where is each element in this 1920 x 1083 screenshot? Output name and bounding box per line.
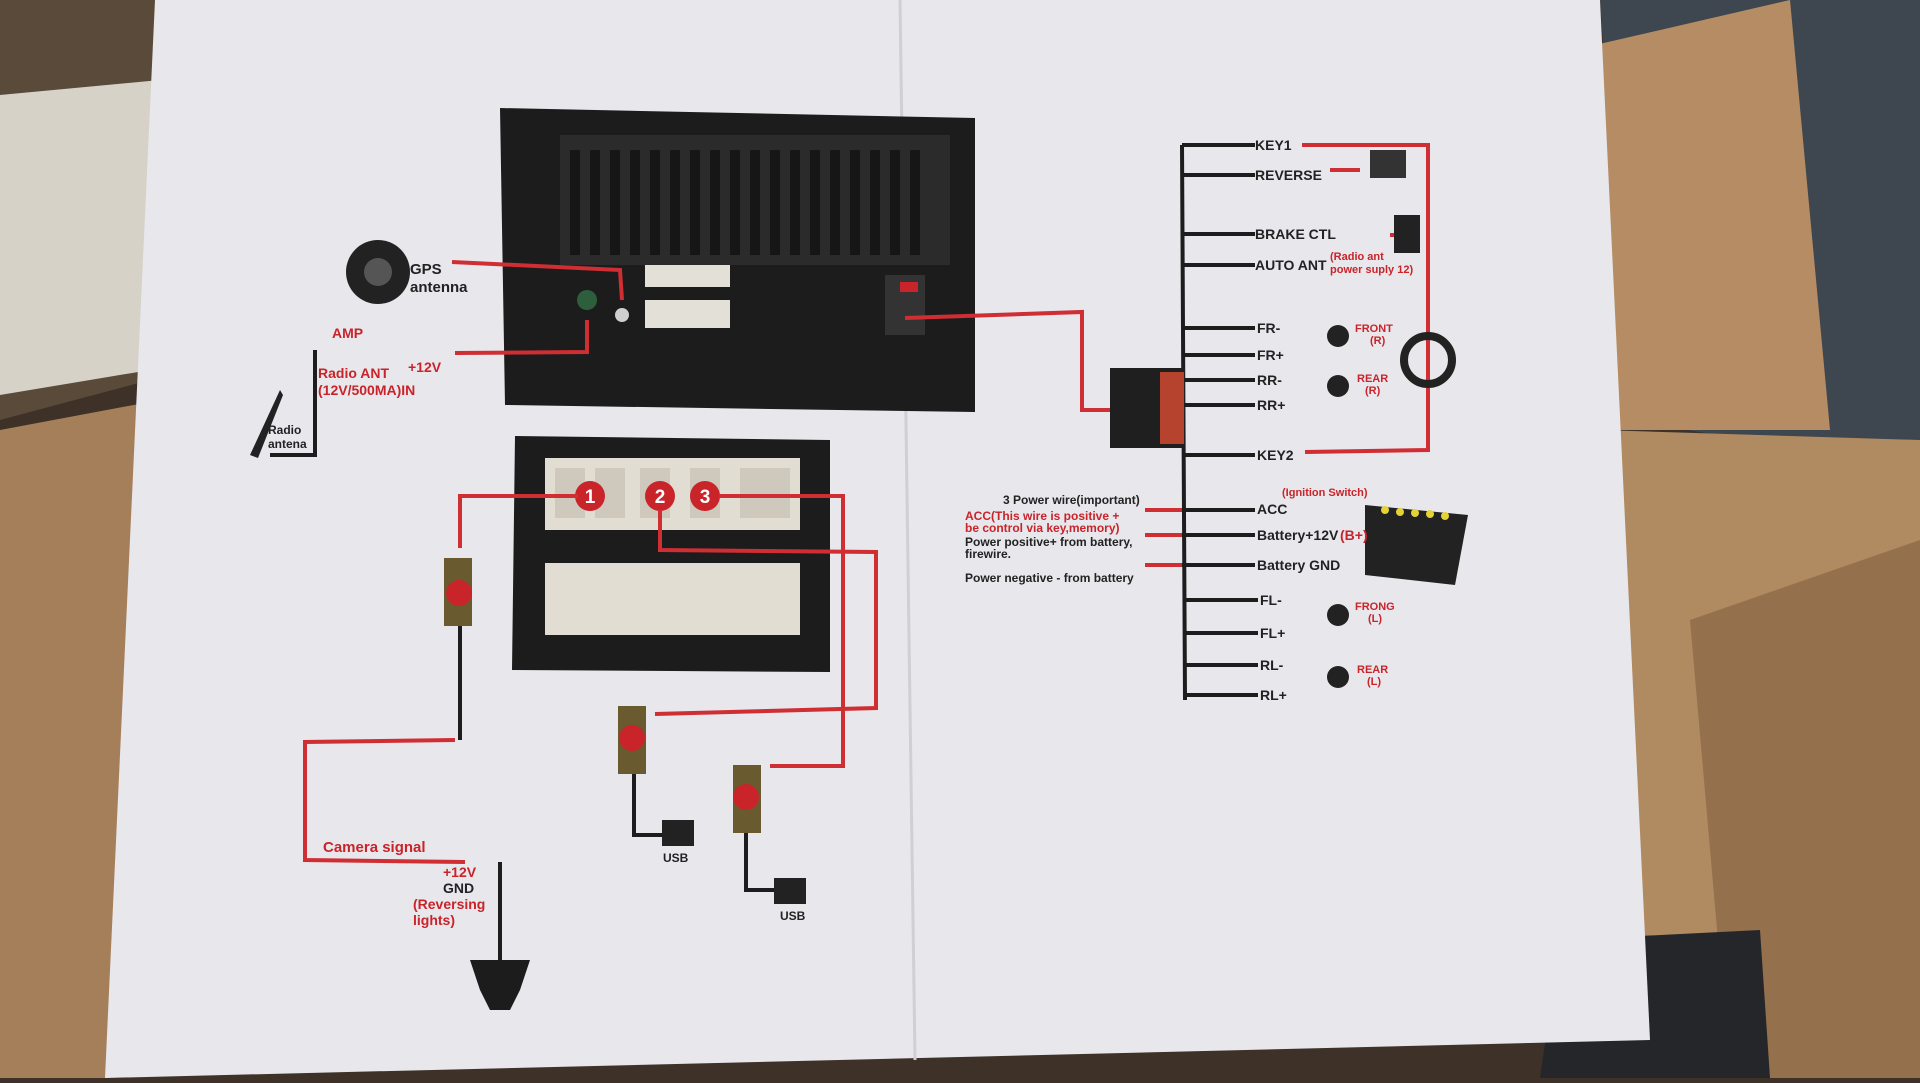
antenna-port bbox=[615, 308, 629, 322]
rl-plus-label: RL+ bbox=[1260, 687, 1287, 703]
usb-label-a: USB bbox=[663, 851, 689, 865]
gnd-note: Power negative - from battery bbox=[965, 571, 1134, 585]
car-battery-icon bbox=[1365, 505, 1468, 585]
front-r-side: (R) bbox=[1370, 335, 1386, 347]
gps-antenna-label: antenna bbox=[410, 279, 468, 296]
rear-l-side: (L) bbox=[1367, 676, 1381, 688]
key2-label: KEY2 bbox=[1257, 447, 1294, 463]
battery-gnd-label: Battery GND bbox=[1257, 557, 1340, 573]
battery-note-2: firewire. bbox=[965, 547, 1011, 561]
radio-antenna-label-2: antena bbox=[268, 437, 307, 451]
rl-minus-label: RL- bbox=[1260, 657, 1284, 673]
gps-port bbox=[577, 290, 597, 310]
power-title-label: 3 Power wire(important) bbox=[1003, 493, 1140, 507]
harness-plug-wires bbox=[1160, 372, 1184, 444]
plus12v-label: +12V bbox=[408, 359, 442, 375]
connector-2-label: 2 bbox=[655, 487, 666, 508]
head-unit-back bbox=[500, 108, 975, 412]
connector-3-label: 3 bbox=[700, 487, 711, 508]
brake-ctl-label: BRAKE CTL bbox=[1255, 226, 1336, 242]
radio-antenna-label: Radio bbox=[268, 423, 301, 437]
amp-label: AMP bbox=[332, 325, 363, 341]
speaker-icons bbox=[1327, 325, 1349, 688]
frong-l-side: (L) bbox=[1368, 613, 1382, 625]
rr-plus-label: RR+ bbox=[1257, 397, 1285, 413]
reverse-label: REVERSE bbox=[1255, 167, 1322, 183]
acc-note-2: be control via key,memory) bbox=[965, 521, 1120, 535]
camera-gnd-label: GND bbox=[443, 880, 474, 896]
connector-1-plug-badge bbox=[446, 580, 472, 606]
acc-label: ACC bbox=[1257, 501, 1287, 517]
rear-r-label: REAR bbox=[1357, 373, 1388, 385]
fr-minus-label: FR- bbox=[1257, 320, 1281, 336]
rear-l-label: REAR bbox=[1357, 664, 1388, 676]
connector-number-1-badge bbox=[575, 481, 605, 511]
camera-12v-label: +12V bbox=[443, 864, 477, 880]
auto-ant-note-1: (Radio ant bbox=[1330, 251, 1384, 263]
rr-minus-label: RR- bbox=[1257, 372, 1282, 388]
plug-socket-bottom bbox=[645, 300, 730, 328]
fl-minus-label: FL- bbox=[1260, 592, 1282, 608]
battery-note-1: Power positive+ from battery, bbox=[965, 535, 1133, 549]
key1-label: KEY1 bbox=[1255, 137, 1292, 153]
plug-socket-top bbox=[645, 265, 730, 287]
steering-wheel-icon bbox=[1400, 332, 1456, 388]
radio-antenna-icon bbox=[250, 390, 283, 458]
auto-ant-note-2: power suply 12) bbox=[1330, 264, 1413, 276]
connector-face: 1 2 3 bbox=[512, 436, 830, 672]
fl-plus-label: FL+ bbox=[1260, 625, 1285, 641]
connector-1-label: 1 bbox=[585, 487, 596, 508]
usb-plug-icon bbox=[662, 820, 694, 846]
usb-plug-icon-b bbox=[774, 878, 806, 904]
battery-bplus-label: (B+) bbox=[1340, 527, 1368, 543]
reverse-camera-icon bbox=[470, 960, 530, 1010]
reversing-lights-label: lights) bbox=[413, 912, 455, 928]
brake-switch-icon bbox=[1394, 215, 1420, 253]
acc-note-1: ACC(This wire is positive + bbox=[965, 509, 1119, 523]
radio-ant-label: Radio ANT bbox=[318, 365, 389, 381]
front-r-label: FRONT bbox=[1355, 323, 1393, 335]
radio-ant-rating-label: (12V/500MA)IN bbox=[318, 382, 415, 398]
reverse-light-icon bbox=[1370, 150, 1406, 178]
instruction-sheet bbox=[105, 0, 1650, 1078]
connector-number-3-badge bbox=[690, 481, 720, 511]
auto-ant-label: AUTO ANT bbox=[1255, 257, 1327, 273]
ignition-label: (Ignition Switch) bbox=[1282, 487, 1368, 499]
box-flap-right-upper bbox=[1595, 0, 1830, 430]
camera-signal-label: Camera signal bbox=[323, 839, 426, 856]
rear-r-side: (R) bbox=[1365, 385, 1381, 397]
battery-12v-label: Battery+12V bbox=[1257, 527, 1339, 543]
frong-l-label: FRONG bbox=[1355, 601, 1395, 613]
reversing-label: (Reversing bbox=[413, 896, 485, 912]
red-wiring-lines bbox=[303, 143, 1430, 864]
left-paper-card bbox=[0, 80, 160, 395]
connector-number-2-badge bbox=[645, 481, 675, 511]
connector-3-plug-badge bbox=[733, 784, 759, 810]
fr-plus-label: FR+ bbox=[1257, 347, 1284, 363]
gps-label: GPS bbox=[410, 261, 442, 278]
usb-label-b: USB bbox=[780, 909, 806, 923]
connector-2-plug-badge bbox=[619, 725, 645, 751]
